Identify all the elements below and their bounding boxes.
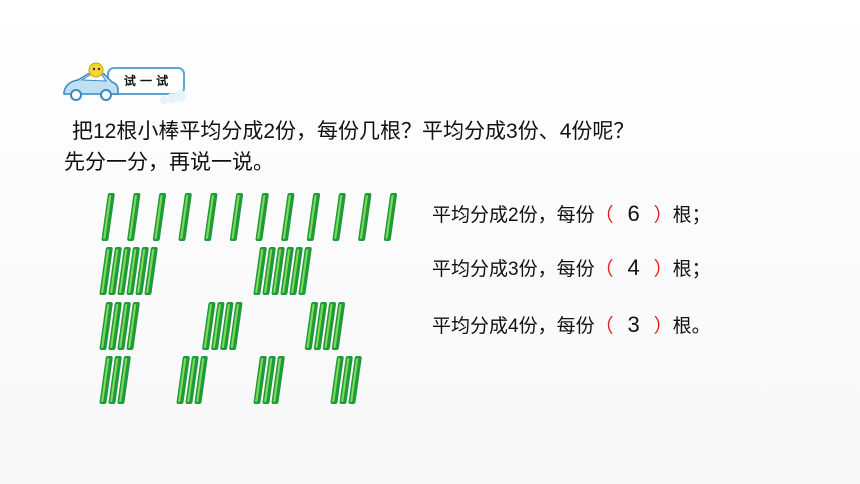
- answer-suffix: 根；: [672, 259, 711, 280]
- stick: [117, 356, 131, 404]
- stick: [126, 302, 140, 350]
- stick: [176, 356, 190, 404]
- stick: [194, 356, 208, 404]
- stick: [331, 302, 346, 350]
- car-icon: [63, 62, 186, 104]
- question-line-1: 把12根小棒平均分成2份，每份几根？平均分成3份、4份呢？: [72, 120, 635, 143]
- answer-row-4-parts: 平均分成4份，每份（ 3 ）根。: [432, 308, 711, 342]
- stick: [358, 193, 372, 241]
- answer-row-3-parts: 平均分成3份，每份（ 4 ）根；: [432, 251, 711, 285]
- stick: [271, 356, 285, 404]
- stick: [108, 247, 122, 295]
- stick: [126, 247, 140, 295]
- stick: [262, 356, 276, 404]
- stick: [322, 302, 337, 350]
- answer-value: 4: [627, 255, 640, 280]
- stick: [330, 356, 344, 404]
- close-paren: ）: [653, 259, 673, 280]
- stick: [348, 356, 362, 404]
- open-paren: （: [594, 316, 614, 337]
- stick: [229, 193, 244, 241]
- stick: [298, 247, 312, 295]
- stick: [117, 247, 131, 295]
- stick: [220, 302, 234, 350]
- stick: [383, 193, 398, 241]
- open-paren: （: [594, 259, 614, 280]
- answer-prefix: 平均分成3份，每份: [432, 259, 595, 280]
- stick: [99, 302, 113, 350]
- stick: [262, 247, 276, 295]
- stick: [204, 193, 218, 241]
- question-text: 把12根小棒平均分成2份，每份几根？平均分成3份、4份呢？ 先分一分，再说一说。: [64, 116, 824, 178]
- stick: [99, 356, 113, 404]
- stick: [101, 193, 115, 241]
- answer-row-2-parts: 平均分成2份，每份（ 6 ）根；: [432, 197, 711, 231]
- close-paren: ）: [653, 205, 673, 226]
- stick: [253, 356, 267, 404]
- stick: [229, 302, 243, 350]
- question-line-2: 先分一分，再说一说。: [64, 151, 274, 174]
- answer-suffix: 根；: [672, 205, 711, 226]
- stick: [144, 247, 158, 295]
- stick: [332, 193, 346, 241]
- answer-prefix: 平均分成2份，每份: [432, 205, 595, 226]
- stick: [127, 193, 141, 241]
- stick: [255, 193, 269, 241]
- stick: [339, 356, 353, 404]
- try-it-badge: 试 一 试: [60, 60, 190, 106]
- stick: [271, 247, 285, 295]
- badge-label: 试 一 试: [123, 74, 169, 88]
- close-paren: ）: [653, 316, 673, 337]
- answer-suffix: 根。: [672, 316, 711, 337]
- stick: [108, 356, 122, 404]
- stick: [313, 302, 328, 350]
- stick: [280, 247, 294, 295]
- stick: [152, 193, 167, 241]
- stick: [306, 193, 321, 241]
- stick: [289, 247, 303, 295]
- answer-value: 3: [627, 312, 640, 337]
- stick: [202, 302, 216, 350]
- stick: [304, 302, 319, 350]
- stick: [253, 247, 267, 295]
- stick: [108, 302, 122, 350]
- open-paren: （: [594, 205, 614, 226]
- stick: [178, 193, 192, 241]
- stick: [185, 356, 199, 404]
- answer-value: 6: [627, 201, 640, 226]
- stick: [117, 302, 131, 350]
- stick: [281, 193, 295, 241]
- answer-prefix: 平均分成4份，每份: [432, 316, 595, 337]
- stick: [211, 302, 225, 350]
- stick: [99, 247, 113, 295]
- stick: [135, 247, 149, 295]
